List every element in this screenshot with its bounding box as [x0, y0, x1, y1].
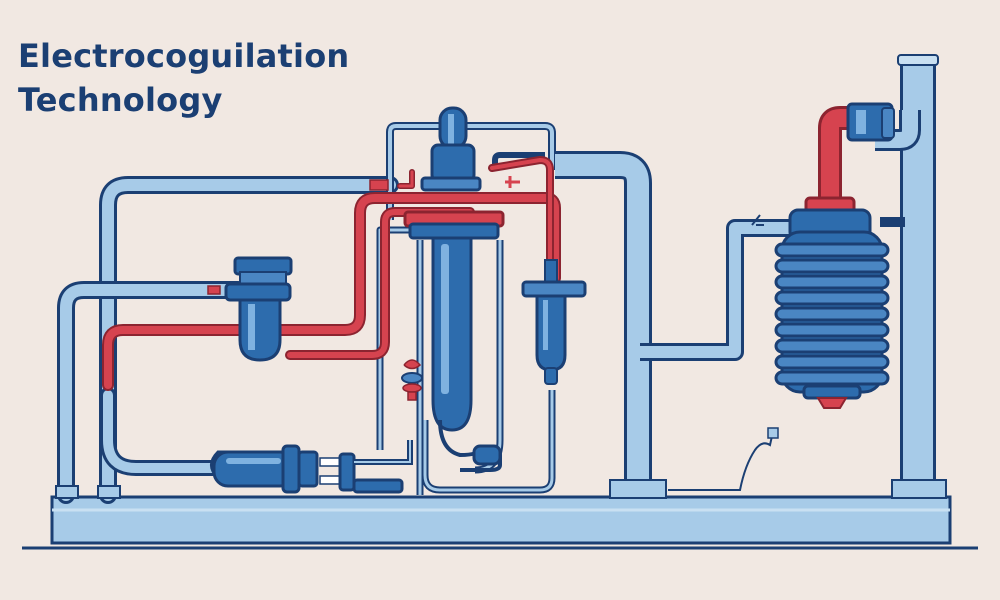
right-column-pipe — [875, 58, 936, 490]
cable-plug — [767, 427, 779, 439]
title-line-2: Technology — [18, 81, 223, 119]
coil-heat-exchanger — [751, 102, 895, 409]
sensor-coil — [401, 359, 423, 401]
title-line-1: Electrocoguilation — [18, 37, 350, 75]
base-platform — [22, 495, 978, 550]
red-supply-lines — [102, 106, 862, 391]
center-transfer-pipe — [555, 151, 800, 490]
pipe-foot-left-1 — [55, 485, 79, 499]
center-pipe-foot — [609, 479, 667, 499]
pipe-foot-left-2 — [97, 485, 121, 499]
red-valve-small — [207, 285, 221, 295]
power-cable — [668, 435, 773, 491]
diagram-title: Electrocoguilation Technology — [18, 34, 349, 122]
settling-chamber — [224, 256, 293, 362]
dosing-column — [521, 259, 587, 385]
column-cap — [897, 54, 939, 66]
column-foot — [891, 479, 947, 499]
red-valve-left — [369, 179, 389, 191]
red-valve-mark — [505, 176, 520, 188]
pump-assembly — [210, 440, 413, 494]
central-reactor-column — [403, 106, 505, 472]
left-return-pipe-loop — [57, 176, 399, 504]
